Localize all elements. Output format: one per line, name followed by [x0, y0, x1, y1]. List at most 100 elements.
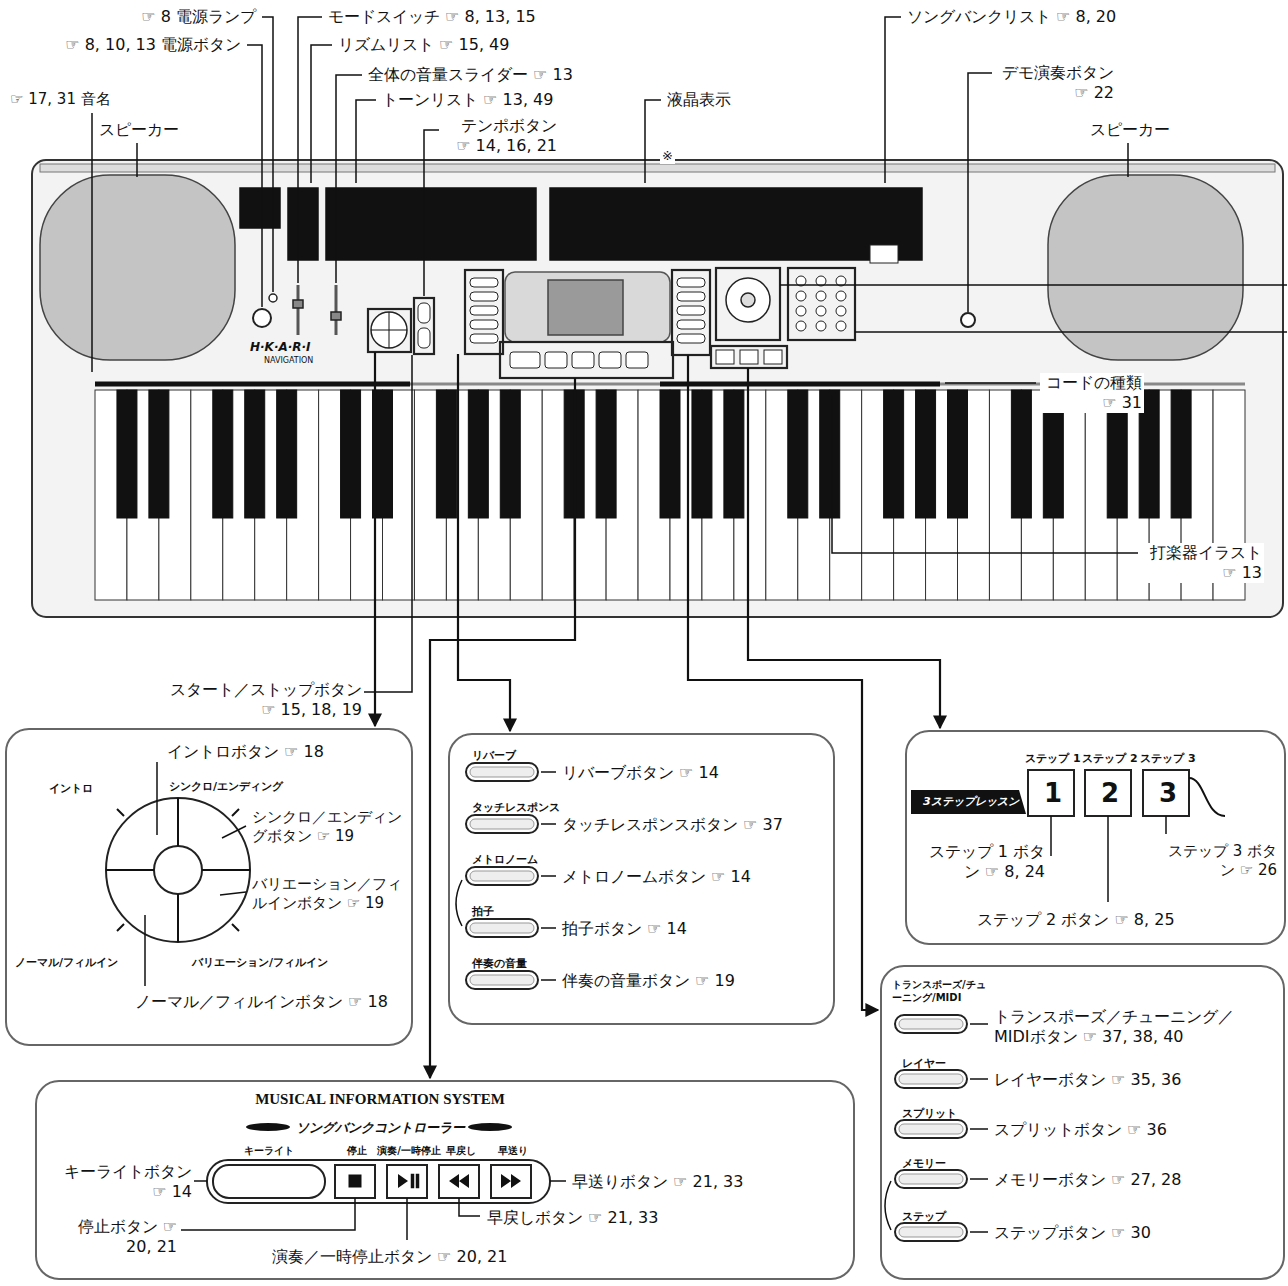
- pill-button-face: [899, 1074, 963, 1084]
- zoom-arrow: [458, 354, 510, 731]
- black-key: [596, 390, 616, 518]
- power-button: [253, 309, 271, 327]
- button-label: 停止: [347, 1145, 367, 1158]
- dial-divider: [177, 798, 179, 846]
- button-label: レイヤー: [902, 1057, 946, 1071]
- button-label: ノーマル/フィルイン: [15, 956, 118, 970]
- leader-line: [194, 1180, 207, 1182]
- highlight-box: [716, 268, 780, 340]
- number-key: [816, 321, 826, 331]
- callout-label: コードの種類 ☞ 31: [1040, 373, 1144, 413]
- dial-line: [371, 330, 407, 331]
- button-label: 演奏/一時停止: [377, 1145, 441, 1158]
- leader-line: [968, 73, 992, 312]
- callout-text: 演奏／一時停止ボタン ☞ 20, 21: [272, 1247, 507, 1267]
- callout-text: ステップ 3 ボタン ☞ 26: [1157, 842, 1277, 880]
- leader-line: [459, 1198, 480, 1216]
- callout-label: ソングバンクリスト ☞ 8, 20: [905, 7, 1118, 27]
- demo-button: [961, 313, 975, 327]
- black-key: [788, 390, 808, 518]
- black-key: [1171, 390, 1191, 518]
- pill-button: [895, 1015, 967, 1033]
- callout-text: リバーブボタン ☞ 14: [562, 763, 719, 783]
- step-decor: [1189, 778, 1225, 816]
- rewind-symbol: [449, 1174, 469, 1188]
- pill-button: [895, 1223, 967, 1241]
- callout-text: ステップボタン ☞ 30: [994, 1223, 1151, 1243]
- banner-ornament: [246, 1123, 290, 1131]
- number-key: [796, 321, 806, 331]
- panel-heading: MUSICAL INFORMATION SYSTEM: [255, 1090, 505, 1109]
- callout-label: 打楽器イラスト ☞ 13: [1142, 543, 1264, 583]
- detail-panel: リバーブタッチレスポンスメトロノーム拍子伴奏の音量リバーブボタン ☞ 14タッチ…: [448, 733, 835, 1025]
- black-key: [117, 390, 137, 518]
- leader-line: [262, 17, 273, 292]
- button-number: 1: [1044, 777, 1062, 810]
- step-button: [1028, 770, 1074, 816]
- button-label: ステップ 1: [1025, 752, 1080, 766]
- pill-button: [466, 815, 538, 833]
- black-key: [213, 390, 233, 518]
- callout-text: タッチレスポンスボタン ☞ 37: [562, 815, 783, 835]
- callout-label: ☞ 17, 31 音名: [8, 90, 113, 109]
- leader-line: [356, 100, 376, 183]
- number-key: [836, 291, 846, 301]
- button-label: シンクロ/エンディング: [169, 780, 283, 794]
- button-label: トランスポーズ/チューニング/MIDI: [892, 979, 987, 1004]
- callout-label: 液晶表示: [665, 90, 733, 110]
- black-key: [436, 390, 456, 518]
- control-button: [439, 1165, 479, 1198]
- callout-text: ノーマル／フィルインボタン ☞ 18: [135, 992, 388, 1012]
- highlight-box: [711, 346, 787, 368]
- callout-label: ☞ 8, 10, 13 電源ボタン: [63, 35, 243, 55]
- mini-button: [677, 292, 705, 301]
- leader-line: [541, 979, 556, 981]
- mode-switch-knob: [293, 300, 303, 308]
- callout-text: 停止ボタン ☞ 20, 21: [62, 1217, 177, 1257]
- black-key: [916, 390, 936, 518]
- volume-slider-track: [335, 285, 338, 335]
- tone-list-panel: [326, 188, 536, 260]
- button-label: タッチレスポンス: [472, 801, 560, 815]
- callout-text: キーライトボタン ☞ 14: [52, 1162, 192, 1202]
- leader-line: [832, 395, 1138, 553]
- button-label: メトロノーム: [472, 853, 538, 867]
- dial-tick: [232, 924, 239, 931]
- black-key: [500, 390, 520, 518]
- callout-label: モードスイッチ ☞ 8, 13, 15: [326, 7, 538, 27]
- black-key: [245, 390, 265, 518]
- leader-line: [136, 143, 138, 177]
- button-number: 3: [1159, 777, 1177, 810]
- control-button: [491, 1165, 531, 1198]
- mini-button: [677, 334, 705, 343]
- pill-button-face: [899, 1227, 963, 1237]
- leader-line: [541, 823, 556, 825]
- mini-button: [470, 306, 498, 315]
- black-key: [341, 390, 361, 518]
- zoom-arrow: [430, 378, 575, 1078]
- keylight-button: [213, 1165, 325, 1198]
- lesson-banner: [911, 790, 1026, 814]
- banner-ornament: [468, 1123, 512, 1131]
- highlight-box: [414, 298, 434, 354]
- leader-line: [1050, 816, 1052, 856]
- list-panel: [240, 188, 280, 228]
- pill-button: [466, 867, 538, 885]
- pill-button: [466, 971, 538, 989]
- callout-text: シンクロ／エンディングボタン ☞ 19: [252, 808, 404, 846]
- callout-label: ※: [660, 148, 675, 164]
- number-key: [836, 321, 846, 331]
- keyboard-body: [32, 160, 1283, 617]
- callout-label: デモ演奏ボタン ☞ 22: [996, 63, 1116, 103]
- button-label: キーライト: [244, 1145, 294, 1158]
- mini-button: [470, 278, 498, 287]
- volume-slider-knob: [331, 312, 341, 320]
- detail-panel: ステップ 1ステップ 2ステップ 33ステップレッスン123ステップ 1 ボタン…: [905, 730, 1286, 945]
- number-key: [796, 291, 806, 301]
- leader-line: [311, 45, 332, 183]
- callout-label: テンポボタン ☞ 14, 16, 21: [443, 116, 559, 156]
- leader-line: [855, 331, 1287, 333]
- leader-line: [298, 17, 322, 283]
- stop-symbol: [349, 1175, 361, 1187]
